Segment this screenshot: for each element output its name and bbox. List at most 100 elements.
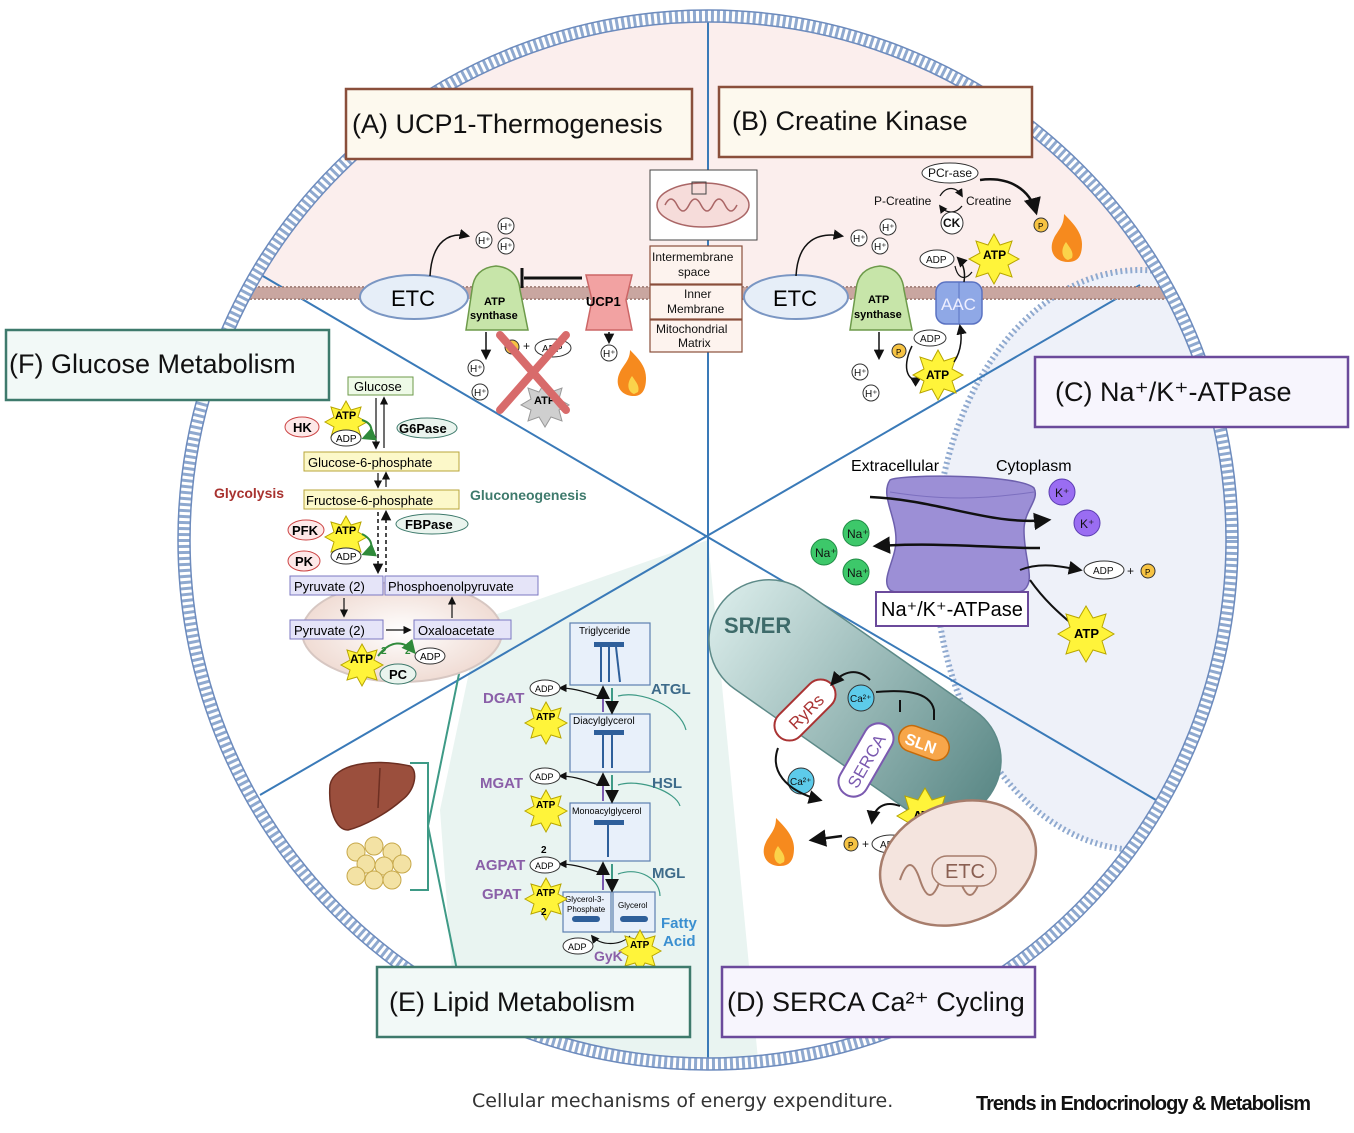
atp-label-a: ATP [534,395,555,407]
g6p-label: Glucose-6-phosphate [308,455,432,470]
svg-text:ATP: ATP [536,800,556,811]
divider-diag-2 [259,284,1141,796]
proton-icon: H⁺ [471,383,489,401]
mgat-label: MGAT [480,775,523,792]
svg-text:+: + [523,339,530,353]
adipose-icon [346,836,412,890]
etc-label-d: ETC [945,861,985,883]
svg-text:Na⁺: Na⁺ [847,527,869,541]
atp-synthase-a [465,265,529,331]
svg-text:H⁺: H⁺ [874,242,887,253]
panel-a: (A) UCP1-Thermogenesis ETC ATP synthase … [344,87,694,428]
panel-d-title-box [720,965,1037,1039]
potassium-ion: K⁺ [1048,478,1076,506]
svg-text:Na⁺: Na⁺ [815,546,837,560]
legend-matrix-2: Matrix [678,336,711,350]
atp-star-a [519,381,571,428]
liver-icon [328,761,416,831]
svg-text:H⁺: H⁺ [603,349,616,360]
svg-text:+: + [862,837,869,851]
serca-pump [837,722,895,798]
phosphate-icon: P [843,836,859,852]
svg-text:Glycerol: Glycerol [618,901,648,910]
svg-text:P: P [1145,568,1150,577]
pfk-label: PFK [292,523,319,538]
figure-caption: Cellular mechanisms of energy expenditur… [472,1090,894,1112]
calcium-ion: Ca²⁺ [787,767,815,795]
diacylglycerol-box [569,713,651,773]
svg-text:ATP: ATP [335,525,356,537]
panel-c-title: (C) Na⁺/K⁺-ATPase [1055,377,1292,407]
phosphate-icon: P [891,343,907,359]
atp-star-e [523,788,569,834]
phosphate-icon: P [1140,563,1156,579]
proton-icon: H⁺ [850,229,868,247]
svg-text:P: P [848,841,853,850]
atp-star-c [1057,605,1115,663]
svg-text:Ca²⁺: Ca²⁺ [790,777,811,788]
atp-star-e [523,876,569,922]
atgl-label: ATGL [651,681,691,698]
panel-b-title: (B) Creatine Kinase [732,106,968,136]
proton-icon: H⁺ [497,217,515,235]
svg-text:2: 2 [541,907,547,918]
etc-complex-a [359,274,469,320]
fire-icon-d [763,818,794,866]
gluconeogenesis-label: Gluconeogenesis [470,487,587,503]
fbpase-label: FBPase [405,517,453,532]
fatty-acid-label-1: Fatty [661,915,697,932]
svg-text:H⁺: H⁺ [853,234,866,245]
etc-label-b: ETC [773,286,817,311]
atp-star-b-bottom [911,348,965,402]
panel-a-title-box [344,87,694,161]
atp-synthase-a-line2: synthase [470,310,518,322]
cell-membrane [177,9,1239,1071]
svg-text:ADP: ADP [535,861,554,871]
svg-text:Glycerol-3-: Glycerol-3- [565,895,604,904]
panel-d: SR/ER RyRs SERCA SLN Ca²⁺ Ca²⁺ ATP P + A… [708,579,1038,1039]
gpat-label: GPAT [482,886,521,903]
glucose-label: Glucose [354,379,402,394]
proton-icon: H⁺ [497,237,515,255]
etc-label-a: ETC [391,286,435,311]
proton-icon: H⁺ [862,384,880,402]
adp-b-bottom: ADP [920,334,941,345]
svg-text:ATP: ATP [926,368,949,382]
svg-text:Phosphate: Phosphate [567,905,606,914]
svg-text:ATP: ATP [1074,626,1099,641]
pcr-ase-label: PCr-ase [928,166,972,180]
svg-text:K⁺: K⁺ [1080,517,1094,531]
adp-c: ADP [1093,566,1114,577]
pyruvate-label-2: Pyruvate (2) [294,623,365,638]
sodium-ion: Na⁺ [842,558,870,586]
svg-text:H⁺: H⁺ [882,223,895,234]
pump-label: Na⁺/K⁺-ATPase [881,599,1023,621]
ucp1-protein [585,274,633,331]
panel-f: (F) Glucose Metabolism Glucose Glucose-6… [4,328,587,688]
legend-inner-2: Membrane [667,302,725,316]
svg-text:H⁺: H⁺ [478,236,491,247]
svg-text:H⁺: H⁺ [865,389,878,400]
triglyceride-label: Triglyceride [579,626,631,637]
panel-f-title-box [4,328,331,402]
svg-text:H⁺: H⁺ [474,388,487,399]
panel-b: (B) Creatine Kinase ETC ATP synthase H⁺ … [717,85,1082,402]
svg-text:2: 2 [541,845,547,856]
pc-label: PC [389,667,408,682]
ck-label: CK [943,216,961,230]
svg-text:ADP: ADP [336,434,357,445]
svg-text:ATP: ATP [536,712,556,723]
fire-icon-b [1051,214,1082,262]
svg-text:ADP: ADP [535,684,554,694]
hsl-label: HSL [652,775,682,792]
dgat-label: DGAT [483,690,524,707]
atp-star-f [339,642,385,688]
divider-diag-1 [209,244,1191,821]
creatine-label: Creatine [966,194,1012,208]
sr-er-label: SR/ER [724,613,791,638]
fire-icon [617,350,646,396]
glycolysis-label: Glycolysis [214,485,284,501]
proton-icon: H⁺ [467,359,485,377]
diacylglycerol-label: Diacylglycerol [573,716,635,727]
